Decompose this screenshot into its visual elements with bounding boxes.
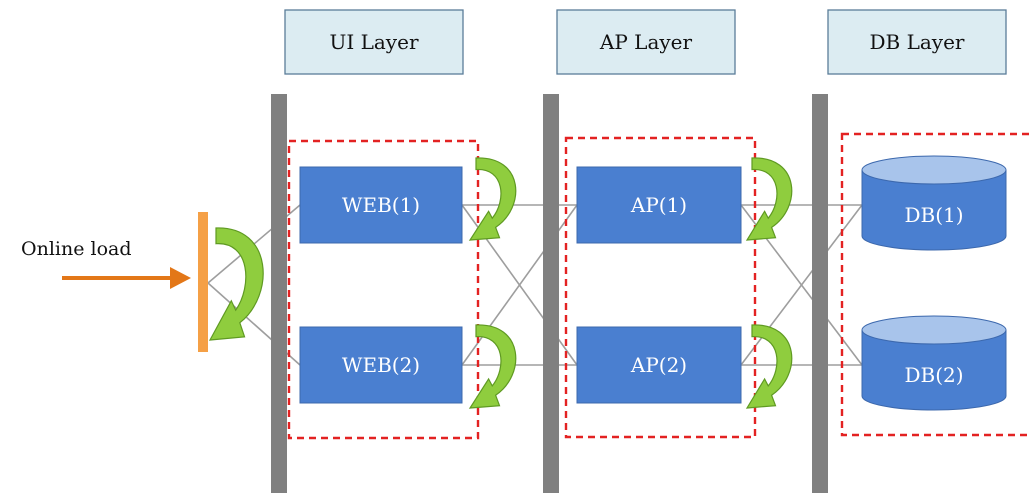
redundancy-group-db — [840, 132, 1029, 437]
layer-header-ui: UI Layer — [284, 9, 464, 75]
layer-header-db: DB Layer — [827, 9, 1007, 75]
layer-separator-ap — [543, 94, 559, 493]
redundancy-group-web — [287, 139, 480, 440]
web-node-2-label: WEB(2) — [342, 353, 420, 377]
load-balancer-bar — [198, 212, 208, 352]
db-node-1-label: DB(1) — [904, 203, 963, 227]
web-node-2: WEB(2) — [299, 326, 463, 404]
web-node-1-label: WEB(1) — [342, 193, 420, 217]
layer-separator-ui — [271, 94, 287, 493]
failover-arrow-load-balancer — [208, 227, 264, 341]
ap-node-2-label: AP(2) — [630, 353, 687, 377]
ap-node-1: AP(1) — [576, 166, 742, 244]
online-load-label: Online load — [21, 238, 132, 260]
layer-header-db-label: DB Layer — [870, 30, 965, 54]
layer-header-ap-label: AP Layer — [599, 30, 693, 54]
failover-arrows — [208, 157, 793, 409]
ap-node-2: AP(2) — [576, 326, 742, 404]
db-node-2: DB(2) — [861, 315, 1007, 411]
failover-arrow-web-1 — [468, 157, 517, 241]
db-node-1: DB(1) — [861, 155, 1007, 251]
redundancy-group-ap — [564, 136, 757, 439]
layer-header-ui-label: UI Layer — [329, 30, 418, 54]
failover-arrow-ap-1 — [745, 157, 793, 241]
web-node-1: WEB(1) — [299, 166, 463, 244]
failover-arrow-web-2 — [468, 324, 517, 409]
ap-node-1-label: AP(1) — [630, 193, 687, 217]
layer-header-ap: AP Layer — [556, 9, 736, 75]
layer-separator-db — [812, 94, 828, 493]
failover-arrow-ap-2 — [745, 324, 793, 409]
online-load-arrow — [62, 267, 191, 289]
db-node-2-label: DB(2) — [904, 363, 963, 387]
